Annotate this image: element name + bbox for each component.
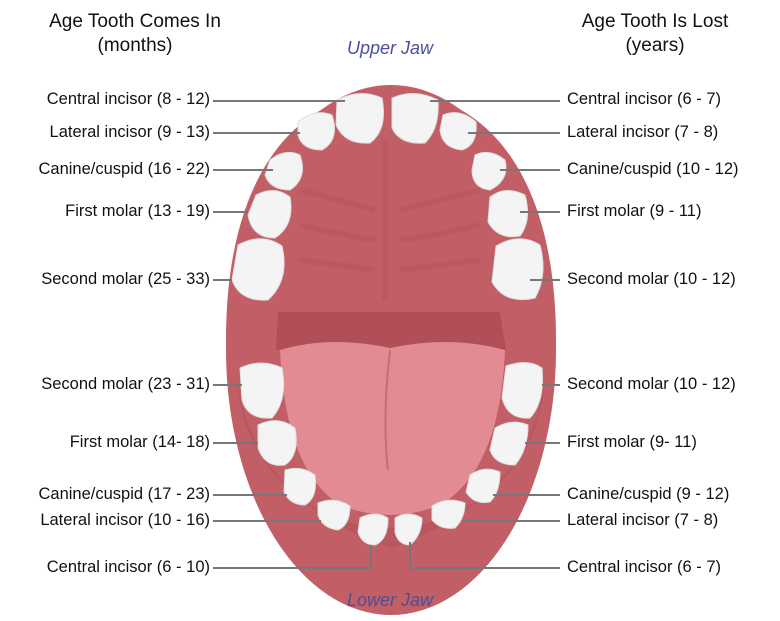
lower-left-first-molar [257,420,297,466]
lower-left-second-molar [239,362,285,419]
label-upper-lateral-incisor-lost: Lateral incisor (7 - 8) [567,123,719,141]
upper-right-lateral-incisor [439,112,477,151]
label-lower-first-molar-comes-in: First molar (14- 18) [69,433,210,451]
label-lower-central-incisor-lost: Central incisor (6 - 7) [567,558,722,576]
lower-jaw-label: Lower Jaw [346,590,434,610]
lower-left-canine [283,467,316,506]
lower-left-lateral-incisor [317,499,351,531]
tongue [280,341,505,515]
label-lower-canine-lost: Canine/cuspid (9 - 12) [567,485,730,503]
label-upper-first-molar-comes-in: First molar (13 - 19) [65,202,210,220]
label-upper-second-molar-comes-in: Second molar (25 - 33) [41,270,210,288]
comes-in-title: Age Tooth Comes In [49,11,221,32]
upper-right-canine [471,151,507,191]
upper-left-canine [264,151,303,191]
upper-jaw-label: Upper Jaw [346,38,434,58]
label-lower-canine-comes-in: Canine/cuspid (17 - 23) [38,485,210,503]
label-upper-canine-lost: Canine/cuspid (10 - 12) [567,160,739,178]
lower-teeth [239,362,543,546]
lower-right-canine [465,468,501,503]
lower-right-first-molar [489,421,529,466]
upper-right-first-molar [487,190,529,238]
lower-left-central-incisor [357,513,389,546]
upper-right-central-incisor [391,93,439,144]
label-upper-lateral-incisor-comes-in: Lateral incisor (9 - 13) [49,123,210,141]
label-lower-lateral-incisor-lost: Lateral incisor (7 - 8) [567,511,719,529]
lost-unit: (years) [625,35,685,56]
upper-left-second-molar [231,238,285,301]
throat [276,312,506,350]
label-lower-first-molar-lost: First molar (9- 11) [567,433,697,451]
lost-header: Age Tooth Is Lost (years) [540,10,770,58]
comes-in-header: Age Tooth Comes In (months) [10,10,260,58]
leader-lines [213,100,560,569]
label-upper-central-incisor-comes-in: Central incisor (8 - 12) [46,90,210,108]
comes-in-unit: (months) [97,35,173,56]
upper-left-lateral-incisor [297,112,335,151]
upper-left-central-incisor [335,93,384,144]
label-lower-lateral-incisor-comes-in: Lateral incisor (10 - 16) [40,511,210,529]
label-lower-second-molar-lost: Second molar (10 - 12) [567,375,736,393]
lower-right-second-molar [501,362,543,419]
label-lower-second-molar-comes-in: Second molar (23 - 31) [41,375,210,393]
upper-teeth [231,93,544,301]
upper-left-first-molar [247,190,292,239]
tongue-groove [384,349,391,471]
label-upper-canine-comes-in: Canine/cuspid (16 - 22) [38,160,210,178]
palate-ridges [299,140,481,300]
label-upper-second-molar-lost: Second molar (10 - 12) [567,270,736,288]
lower-right-lateral-incisor [431,499,466,529]
lower-right-central-incisor [394,513,423,546]
label-upper-central-incisor-lost: Central incisor (6 - 7) [567,90,722,108]
lost-title: Age Tooth Is Lost [581,11,729,32]
label-lower-central-incisor-comes-in: Central incisor (6 - 10) [46,558,210,576]
label-upper-first-molar-lost: First molar (9 - 11) [567,202,702,220]
upper-right-second-molar [491,238,544,301]
